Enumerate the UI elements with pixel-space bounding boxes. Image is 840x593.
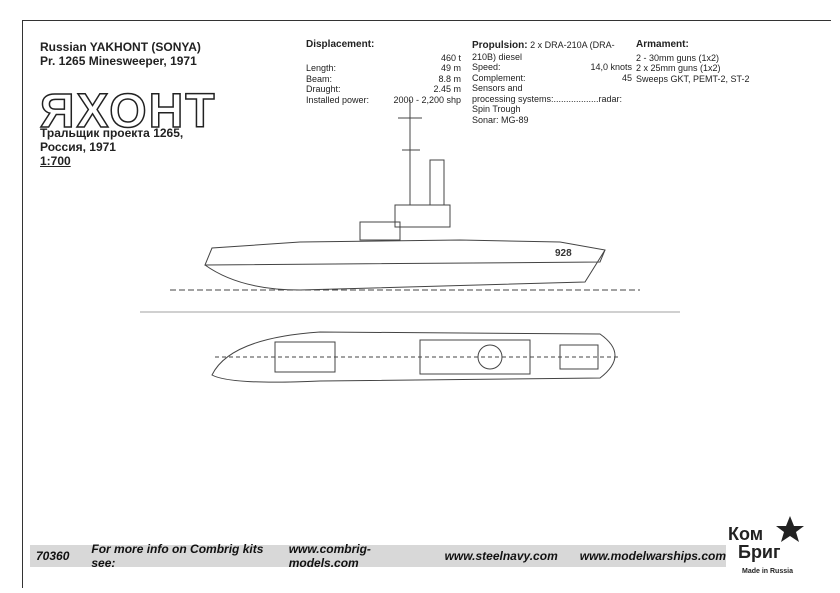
displacement-block: Displacement: 460 t Length: 49 m Beam: 8.8… xyxy=(306,39,461,106)
kit-code: 70360 xyxy=(36,549,70,563)
spec-row: Beam: 8.8 m xyxy=(306,74,461,85)
footer-link-modelwarships[interactable]: www.modelwarships.com xyxy=(579,549,726,563)
text-column-3 xyxy=(382,436,560,445)
title-ru-big: ЯХОНТ xyxy=(39,84,217,139)
spec-row: Speed: 14,0 knots xyxy=(472,62,632,73)
spec-row: Complement: 45 xyxy=(472,73,632,84)
scale: 1:700 xyxy=(40,154,71,168)
ship-profile xyxy=(140,100,680,313)
armament-block: Armament: 2 - 30mm guns (1x2) 2 x 25mm g… xyxy=(636,39,786,84)
armament-line: Sweeps GKT, PEMT-2, ST-2 xyxy=(636,73,750,84)
spec-key: Draught: xyxy=(306,84,341,94)
logo-star-icon xyxy=(776,516,804,542)
footer-bar: 70360 For more info on Combrig kits see:… xyxy=(30,542,726,570)
title-ru: Тральщик проекта 1265, xyxy=(40,126,184,140)
armament-title: Armament: xyxy=(636,39,689,50)
combrig-logo: Ком Бриг Made in Russia xyxy=(724,512,810,582)
text-column-2 xyxy=(218,436,396,445)
text-column-1 xyxy=(40,436,218,445)
spec-value: 14,0 knots xyxy=(590,62,632,72)
title-ru-block: Тральщик проекта 1265, Россия, 1971 1:70… xyxy=(40,126,183,168)
spec-value: 45 xyxy=(621,72,632,83)
logo-line-2: Бриг xyxy=(738,542,781,562)
footer-more: For more info on Combrig kits see: xyxy=(91,542,264,570)
title-en: Russian YAKHONT (SONYA) xyxy=(40,40,201,54)
spec-row: Installed power: 2000 - 2,200 shp xyxy=(306,95,461,106)
armament-line: 2 x 25mm guns (1x2) xyxy=(636,63,721,73)
hull-number: 928 xyxy=(555,248,572,259)
ship-plan xyxy=(211,331,620,383)
spec-value: 8.8 m xyxy=(438,73,461,84)
spec-key: Complement: xyxy=(472,72,526,83)
spec-row: 460 t xyxy=(306,53,461,64)
spec-key: Speed: xyxy=(472,62,501,72)
page-frame xyxy=(22,20,831,588)
spec-value: 460 t xyxy=(440,52,461,63)
spec-value: 2000 - 2,200 shp xyxy=(393,94,461,105)
spec-value: 49 m xyxy=(440,63,461,73)
spec-key: Installed power: xyxy=(306,94,370,105)
propulsion-value: 2 x DRA-210A (DRA-210B) diesel xyxy=(472,40,615,62)
text-column-4 xyxy=(546,436,724,445)
sensors-line: Sensors and xyxy=(472,83,523,93)
logo-line-1: Ком xyxy=(728,524,764,544)
footer-link-combrig[interactable]: www.combrig-models.com xyxy=(288,542,371,570)
subtitle-en: Pr. 1265 Minesweeper, 1971 xyxy=(40,54,197,68)
displacement-title: Displacement: xyxy=(306,39,375,50)
year-ru: Россия, 1971 xyxy=(40,140,116,154)
title-block: Russian YAKHONT (SONYA) Pr. 1265 Mineswe… xyxy=(40,40,201,68)
sensors-line: processing systems:..................rad… xyxy=(472,93,623,115)
spec-key: Length: xyxy=(306,63,337,73)
sonar-line: Sonar: MG-89 xyxy=(472,114,529,125)
armament-line: 2 - 30mm guns (1x2) xyxy=(636,52,720,63)
footer-link-steelnavy[interactable]: www.steelnavy.com xyxy=(444,549,558,563)
spec-row: Draught: 2.45 m xyxy=(306,84,461,95)
propulsion-title: Propulsion: xyxy=(472,40,528,51)
spec-value: 2.45 m xyxy=(433,84,461,94)
propulsion-block: Propulsion: 2 x DRA-210A (DRA-210B) dies… xyxy=(472,40,632,125)
spec-row: Length: 49 m xyxy=(306,63,461,74)
logo-made: Made in Russia xyxy=(742,568,793,575)
spec-key: Beam: xyxy=(306,73,333,84)
